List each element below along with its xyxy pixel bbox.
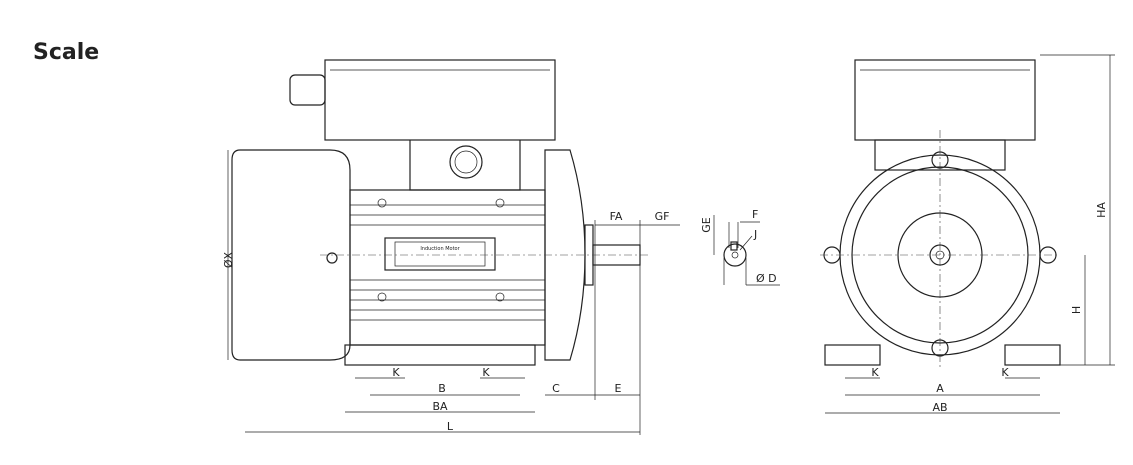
label-e: E — [615, 382, 622, 395]
label-f: F — [752, 208, 758, 221]
label-a: A — [936, 382, 944, 395]
label-k: K — [482, 366, 490, 379]
side-dimension-lines — [227, 150, 680, 435]
label-diameter-x: ØX — [222, 251, 235, 268]
label-h: H — [1070, 306, 1083, 314]
side-view: Induction Motor ØX K K B BA L C E FA GF — [222, 59, 680, 435]
nameplate — [384, 237, 496, 271]
svg-text:Induction Motor: Induction Motor — [420, 246, 460, 252]
label-k: K — [392, 366, 400, 379]
label-ha: HA — [1095, 202, 1108, 218]
label-ab: AB — [932, 401, 947, 414]
front-view: K K A AB H HA — [820, 54, 1115, 414]
terminal-box — [324, 59, 556, 141]
shaft-detail: GE F J Ø D — [700, 208, 780, 286]
label-ge: GE — [700, 217, 713, 233]
label-b: B — [438, 382, 446, 395]
feet — [344, 344, 536, 366]
label-fa: FA — [610, 210, 623, 223]
cable-gland — [289, 74, 326, 106]
fan-cover — [231, 149, 351, 361]
terminal-box — [854, 59, 1036, 141]
label-gf: GF — [655, 210, 670, 223]
label-ba: BA — [432, 400, 448, 413]
label-k: K — [871, 366, 879, 379]
label-l: L — [447, 420, 454, 433]
label-j: J — [753, 228, 757, 241]
label-c: C — [552, 382, 560, 395]
label-k: K — [1001, 366, 1009, 379]
motor-body — [349, 189, 546, 346]
front-dimension-lines — [825, 54, 1115, 414]
page-title: Scale — [33, 40, 100, 65]
shaft — [592, 244, 641, 266]
label-diameter-d: Ø D — [756, 272, 777, 285]
